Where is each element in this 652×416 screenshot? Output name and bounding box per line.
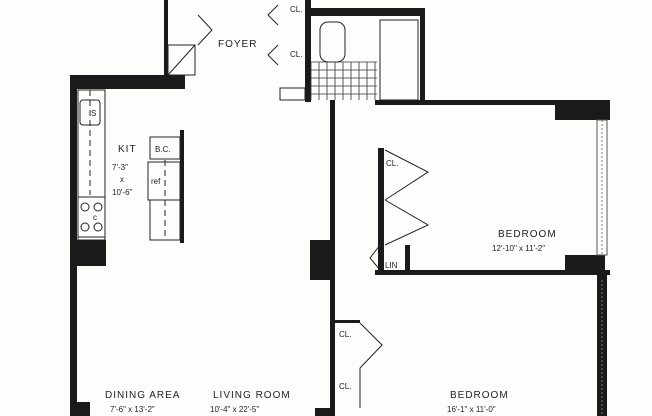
walls xyxy=(70,0,610,416)
dining-dims: 7'-6" x 13'-2" xyxy=(110,405,155,414)
closet-label: CL. xyxy=(386,159,398,168)
living-dims: 10'-4" x 22'-5" xyxy=(210,405,259,414)
kitchen-label: KIT xyxy=(118,144,137,155)
stove-label: c xyxy=(93,213,97,222)
closet-label: CL. xyxy=(290,50,302,59)
bedroom2-label: BEDROOM xyxy=(450,390,509,401)
fixtures-lines xyxy=(77,4,608,416)
bedroom1-dims: 12'-10" x 11'-2" xyxy=(492,244,545,253)
sink-label: S xyxy=(91,109,96,118)
living-label: LIVING ROOM xyxy=(213,390,291,401)
bedroom2-dims: 16'-1" x 11'-0" xyxy=(447,405,496,414)
broom-closet-label: B.C. xyxy=(155,145,171,154)
closet-label: CL. xyxy=(290,5,302,14)
bedroom1-label: BEDROOM xyxy=(498,229,557,240)
closet-label: CL. xyxy=(339,382,351,391)
kitchen-width: 7'-3" xyxy=(112,163,128,172)
kitchen-length: 10'-6" xyxy=(112,188,133,197)
linen-label: LIN xyxy=(385,261,398,270)
bath-tile-grid xyxy=(310,61,377,100)
foyer-label: FOYER xyxy=(218,39,257,50)
closet-label: CL. xyxy=(339,330,351,339)
kitchen-x: x xyxy=(120,175,124,184)
ref-label: ref xyxy=(151,177,161,186)
dining-label: DINING AREA xyxy=(105,390,180,401)
